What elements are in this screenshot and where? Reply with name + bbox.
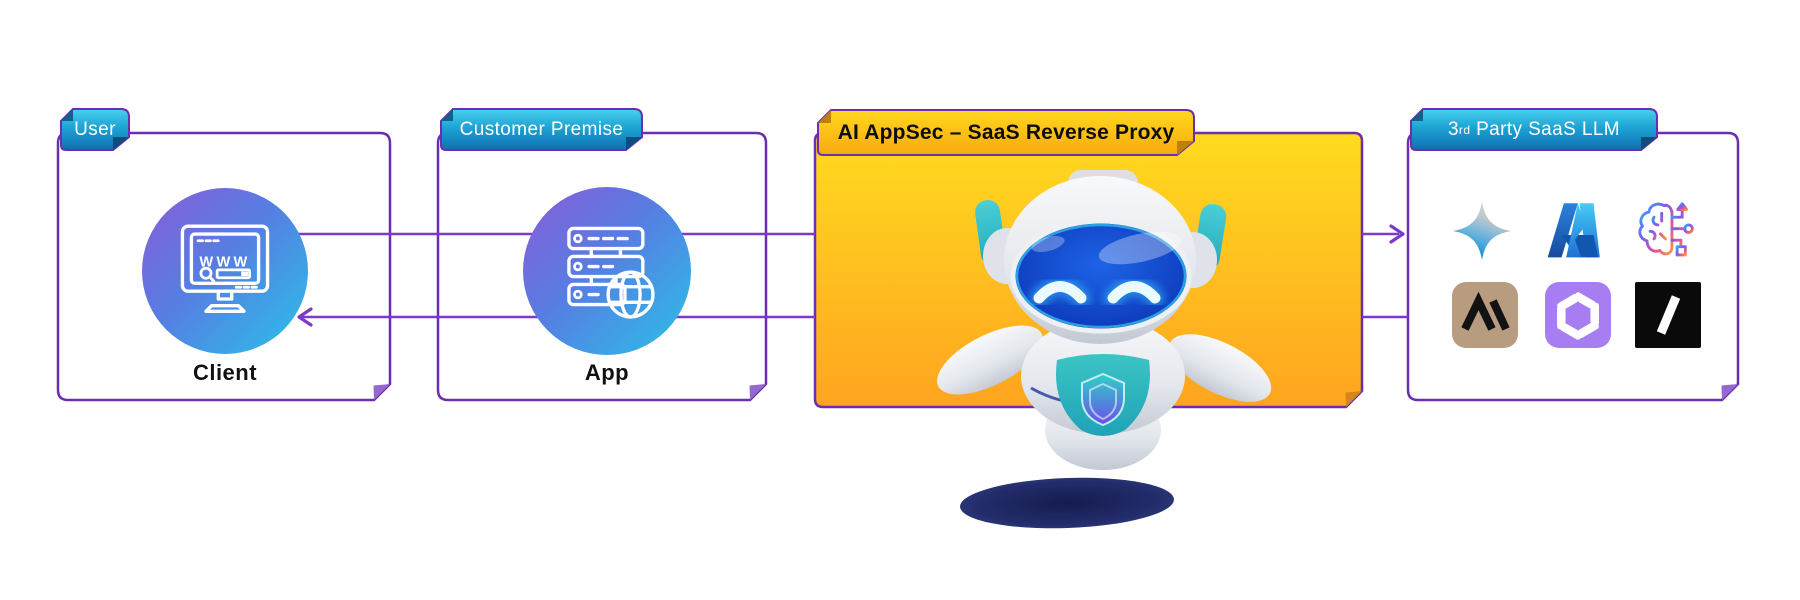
proxy-title: AI AppSec – SaaS Reverse Proxy <box>837 120 1175 144</box>
robot-visor <box>1010 218 1192 334</box>
gemini-star-logo <box>1452 201 1512 261</box>
robot-visor-rim <box>1015 223 1187 329</box>
anthropic-logo <box>1452 282 1518 348</box>
openai-logo <box>1545 282 1611 348</box>
robot-eyes <box>1029 276 1165 308</box>
ai-brain-circuit-logo <box>1638 202 1694 257</box>
robot-left-arm <box>937 325 1043 395</box>
security-robot-mascot <box>937 170 1272 470</box>
visor-gloss-small <box>1031 235 1065 253</box>
arrowhead-right-icon <box>1389 224 1405 244</box>
client-label: Client <box>192 360 258 385</box>
robot-right-eye <box>1107 281 1161 304</box>
box-corner-folds <box>373 384 1738 400</box>
robot-shadow <box>960 477 1174 529</box>
llm-tab-sup: rd <box>1458 122 1471 137</box>
llm-tab-num: 3 <box>1447 118 1459 140</box>
llm-tab-rest: Party SaaS LLM <box>1470 118 1621 140</box>
server-globe-icon <box>567 226 655 319</box>
visor-gloss <box>1098 231 1182 265</box>
app-circle <box>523 187 691 355</box>
user-tab-label: User <box>74 118 116 140</box>
shield-icon <box>1081 372 1125 427</box>
browser-monitor-icon: WWW <box>180 224 270 313</box>
shield-inner-outline <box>1089 382 1117 421</box>
tab-folds <box>61 109 1657 155</box>
app-label: App <box>584 360 630 385</box>
client-circle: WWW <box>142 188 308 354</box>
proxy-corner-fold <box>1345 391 1362 407</box>
azure-logo <box>1547 203 1600 258</box>
robot-left-eye <box>1033 281 1087 304</box>
slash-logo <box>1635 282 1701 348</box>
llm-box <box>1406 131 1740 402</box>
customer-premise-tab-label: Customer Premise <box>459 118 624 140</box>
robot-right-arm <box>1168 334 1272 402</box>
node-tabs <box>60 108 1658 156</box>
arrowhead-left-icon <box>297 307 313 327</box>
www-text: WWW <box>199 255 250 271</box>
